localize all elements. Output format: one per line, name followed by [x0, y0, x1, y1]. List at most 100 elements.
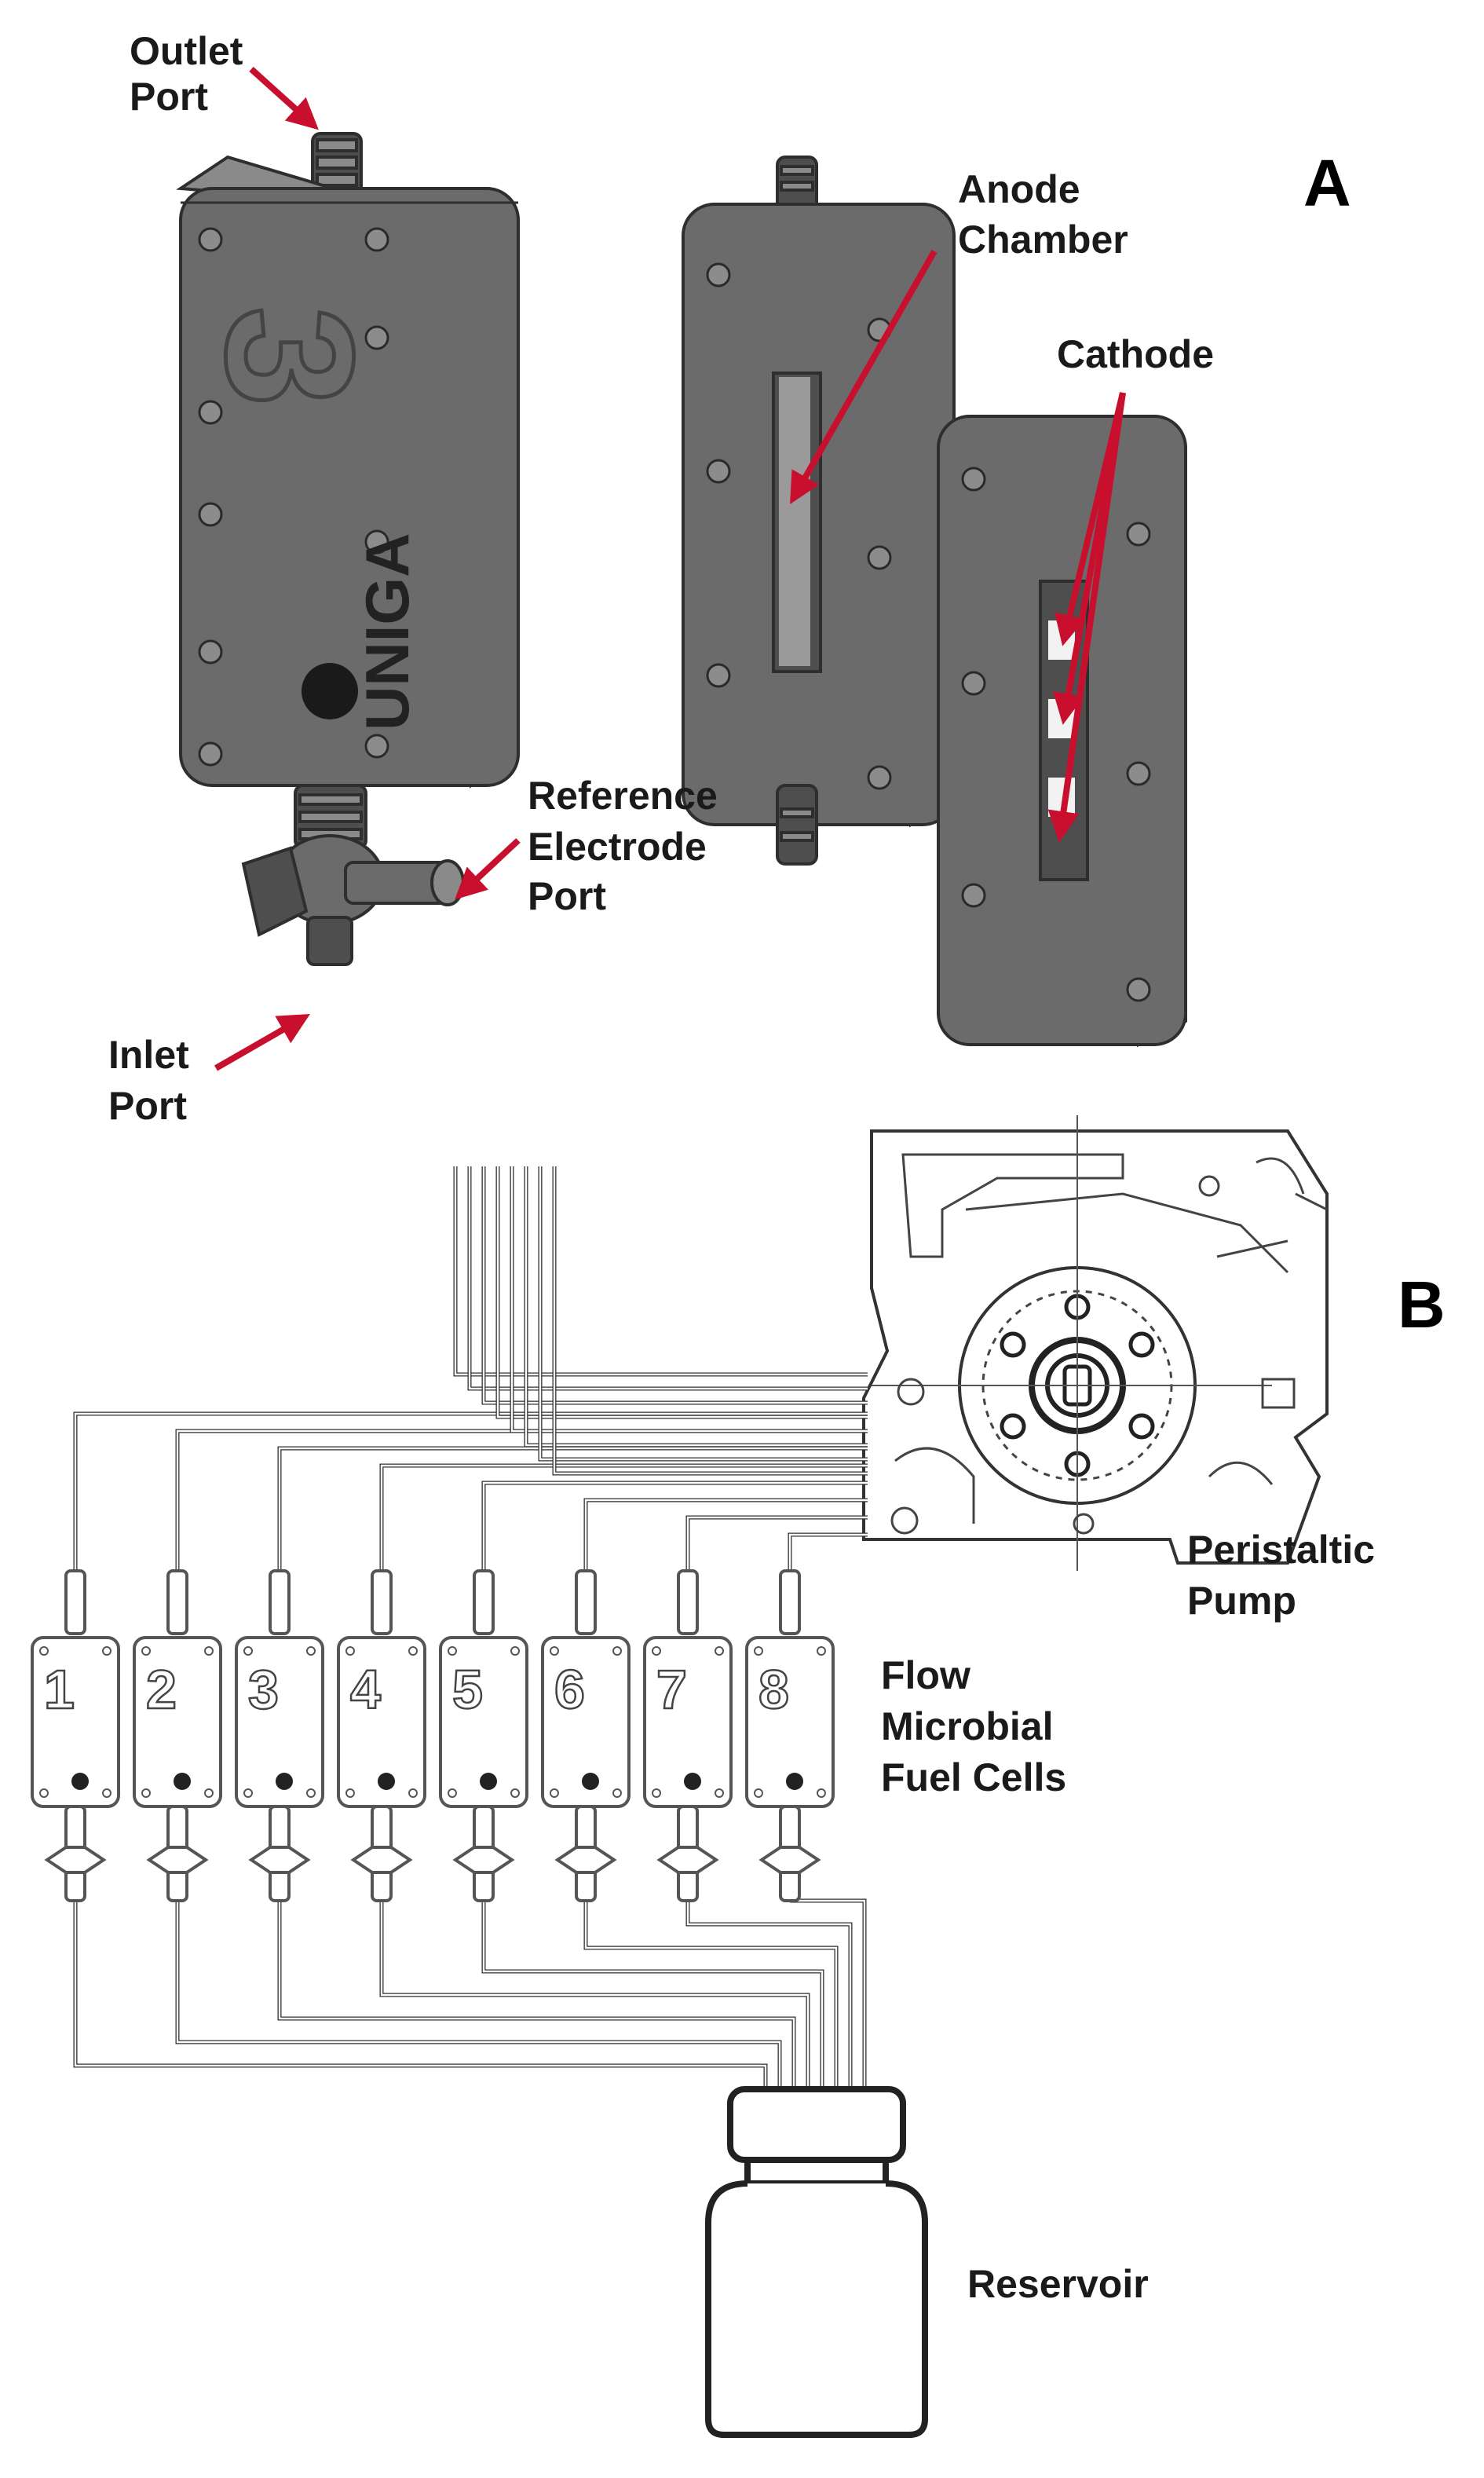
cell-number: 1 — [44, 1659, 75, 1720]
cell-screw-hole — [39, 1788, 49, 1798]
label-cathode: Cathode — [1057, 332, 1214, 376]
outflow-tube-1 — [453, 1166, 868, 1377]
cell-logo-dot — [480, 1773, 497, 1790]
cell-top-fitting — [779, 1569, 801, 1635]
cell-number: 7 — [656, 1659, 687, 1720]
cell-screw-hole — [715, 1788, 724, 1798]
assembled-fuel-cell: 3 UNIGA — [176, 132, 520, 966]
outflow-tube-4-bore — [496, 1166, 868, 1418]
cell-screw-hole — [345, 1646, 355, 1656]
fuel-cell-unit: 8 — [745, 1569, 835, 1902]
fuel-cell-unit: 3 — [235, 1569, 324, 1902]
label-flow-microbial-fuel-cells: Flow Microbial Fuel Cells — [881, 1653, 1066, 1799]
cell-number: 2 — [146, 1659, 177, 1720]
cell-number: 6 — [554, 1659, 585, 1720]
cell-screw-hole — [510, 1788, 520, 1798]
label-reference-electrode-port: Reference Electrode Port — [528, 774, 729, 918]
cell-top-fitting — [166, 1569, 188, 1635]
cell-screw-hole — [306, 1646, 316, 1656]
cell-top-fitting — [677, 1569, 699, 1635]
label-peristaltic-pump: Peristaltic Pump — [1187, 1528, 1386, 1623]
cell-to-reservoir-tube-2-bore — [176, 1901, 781, 2093]
fuel-cell-unit: 4 — [337, 1569, 426, 1902]
cell-screw-hole — [510, 1646, 520, 1656]
label-inlet-port: Inlet Port — [108, 1033, 200, 1128]
cell-screw-hole — [817, 1646, 826, 1656]
outflow-tube-2-bore — [468, 1166, 868, 1390]
pump-to-cell-tube-4-bore — [380, 1464, 868, 1571]
annotation-arrows — [214, 67, 1126, 1071]
cathode-arrow-3 — [1047, 392, 1126, 843]
panel-label-b: B — [1398, 1268, 1446, 1341]
label-outlet-port: Outlet Port — [130, 29, 254, 119]
cell-logo-dot — [684, 1773, 701, 1790]
exploded-fuel-cell — [682, 156, 1187, 1048]
cell-logo-dot — [582, 1773, 599, 1790]
cell-logo-dot — [786, 1773, 803, 1790]
cell-screw-hole — [102, 1646, 111, 1656]
cell-screw-hole — [141, 1646, 151, 1656]
cell-screw-hole — [550, 1646, 559, 1656]
cell-logo-dot — [276, 1773, 293, 1790]
cell-valve — [350, 1846, 413, 1874]
cell-screw-hole — [448, 1788, 457, 1798]
anode-arrow — [790, 250, 938, 504]
cell-screw-hole — [408, 1788, 418, 1798]
cell-number: 5 — [452, 1659, 483, 1720]
fuel-cell-unit: 5 — [439, 1569, 528, 1902]
pump-to-cell-tube-6-bore — [584, 1499, 868, 1571]
cell-screw-hole — [408, 1646, 418, 1656]
cell-screw-hole — [204, 1788, 214, 1798]
label-reservoir: Reservoir — [967, 2262, 1149, 2306]
cell-screw-hole — [754, 1788, 763, 1798]
cell-top-fitting — [269, 1569, 291, 1635]
cell-top-fitting — [64, 1569, 86, 1635]
device-logo: UNIGA — [353, 533, 422, 730]
outflow-tube-1-bore — [454, 1166, 868, 1376]
pump-to-cell-tube-8 — [788, 1532, 868, 1571]
cell-number: 4 — [350, 1659, 381, 1720]
cell-screw-hole — [715, 1646, 724, 1656]
label-anode-chamber: Anode Chamber — [958, 167, 1128, 262]
pump-to-cell-tube-7-bore — [686, 1516, 868, 1571]
pump-to-cell-tube-3-bore — [278, 1447, 868, 1571]
cell-screw-hole — [345, 1788, 355, 1798]
cell-screw-hole — [204, 1646, 214, 1656]
outflow-tube-2 — [467, 1166, 868, 1391]
cell-valve — [554, 1846, 617, 1874]
pump-to-cell-tube-1-bore — [74, 1412, 868, 1571]
cell-screw-hole — [102, 1788, 111, 1798]
cell-valve — [248, 1846, 311, 1874]
cell-screw-hole — [754, 1646, 763, 1656]
cell-valve — [146, 1846, 209, 1874]
fuel-cell-unit: 1 — [31, 1569, 120, 1902]
cell-logo-dot — [71, 1773, 89, 1790]
panel-label-a: A — [1303, 146, 1351, 220]
cell-to-reservoir-tube-4-bore — [380, 1901, 810, 2093]
logo-dot — [302, 663, 358, 719]
cell-screw-hole — [39, 1646, 49, 1656]
cell-screw-hole — [141, 1788, 151, 1798]
pump-to-cell-tube-7 — [685, 1515, 868, 1571]
fuel-cell-unit: 2 — [133, 1569, 222, 1902]
cell-to-reservoir-tube-7-bore — [686, 1901, 852, 2093]
cell-screw-hole — [243, 1788, 253, 1798]
cell-top-fitting — [575, 1569, 597, 1635]
outflow-tube-7-bore — [539, 1166, 868, 1461]
fuel-cell-unit: 7 — [643, 1569, 733, 1902]
pump-to-cell-tube-5 — [481, 1481, 868, 1571]
cell-screw-hole — [243, 1646, 253, 1656]
cell-top-fitting — [473, 1569, 495, 1635]
cell-logo-dot — [174, 1773, 191, 1790]
cell-screw-hole — [652, 1788, 661, 1798]
fuel-cell-unit: 6 — [541, 1569, 631, 1902]
cell-number: 3 — [248, 1659, 279, 1720]
cell-valve — [656, 1846, 719, 1874]
cell-to-reservoir-tube-6-bore — [584, 1901, 838, 2093]
cell-screw-hole — [817, 1788, 826, 1798]
outlet-arrow — [249, 67, 319, 130]
cell-screw-hole — [550, 1788, 559, 1798]
peristaltic-pump — [862, 1115, 1329, 1571]
